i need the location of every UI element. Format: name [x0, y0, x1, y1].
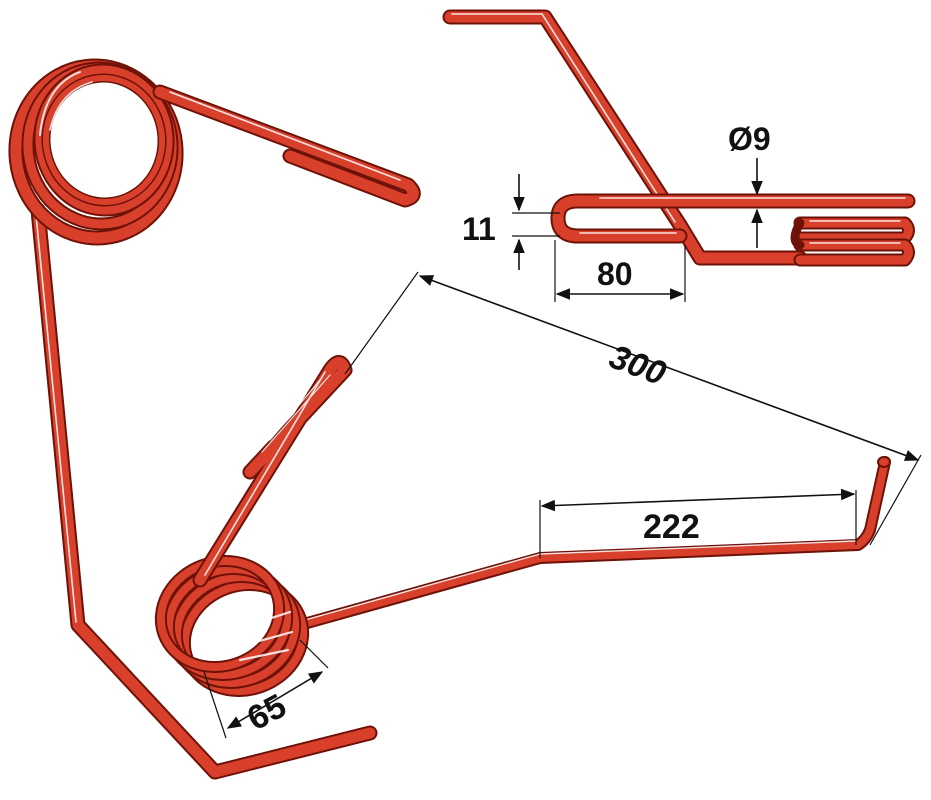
left-spring-tine: [8, 58, 421, 780]
right-spring-tine: 300 222 65: [154, 271, 922, 738]
dimension-total-length: 300: [344, 271, 922, 546]
dimension-diameter-label: Ø9: [728, 121, 771, 157]
left-spring-coil: [8, 58, 184, 246]
left-spring-long-leg: [30, 202, 378, 780]
dimension-arm-length: 222: [539, 488, 857, 558]
top-view-tine: Ø9 11 80: [442, 9, 916, 302]
right-spring-coil: [154, 555, 310, 697]
dimension-diameter: Ø9: [728, 121, 771, 248]
dimension-arm-length-label: 222: [643, 508, 700, 546]
dimension-total-length-label: 300: [604, 338, 670, 393]
dimension-hook-length-label: 80: [597, 256, 633, 292]
dimension-gap-label: 11: [462, 211, 496, 247]
dimension-gap: 11: [462, 174, 560, 270]
dimension-hook-length: 80: [554, 240, 686, 302]
top-view-coil: [790, 216, 915, 267]
